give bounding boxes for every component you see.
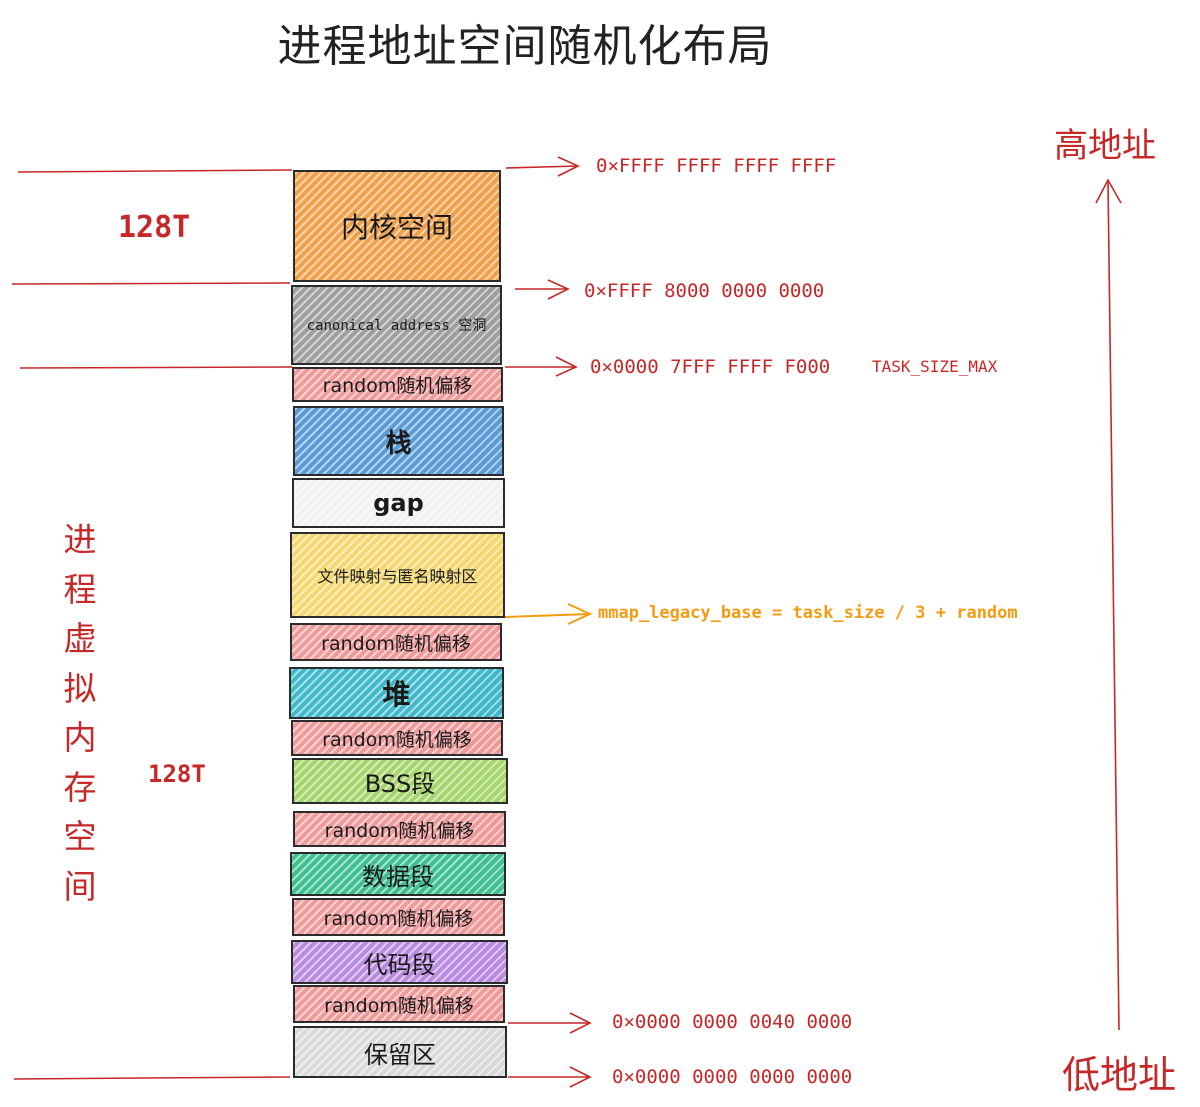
address-kernel-bottom: 0×FFFF 8000 0000 0000 (584, 280, 825, 302)
segment-random-offset-1: random随机偏移 (292, 367, 503, 402)
segment-random-offset-6: random随机偏移 (293, 985, 505, 1023)
segment-data: 数据段 (290, 852, 506, 896)
mmap-annotation: mmap_legacy_base = task_size / 3 + rando… (598, 603, 1018, 623)
task-size-max-label: TASK_SIZE_MAX (872, 357, 998, 376)
segment-gap: gap (292, 478, 505, 528)
segment-code: 代码段 (291, 940, 508, 984)
address-kernel-top: 0×FFFF FFFF FFFF FFFF (596, 155, 837, 177)
kernel-size-label: 128T (118, 210, 191, 245)
segment-random-offset-2: random随机偏移 (290, 623, 502, 661)
segment-kernel-space: 内核空间 (293, 170, 501, 282)
segment-mmap-area: 文件映射与匿名映射区 (290, 532, 505, 618)
segment-random-offset-4: random随机偏移 (293, 811, 506, 847)
segment-random-offset-5: random随机偏移 (292, 898, 505, 936)
mmap-arrow (504, 603, 593, 625)
segment-reserved: 保留区 (293, 1026, 507, 1078)
address-code-start: 0×0000 0000 0040 0000 (612, 1011, 853, 1033)
address-direction-arrow (1095, 178, 1122, 1031)
segment-canonical-hole: canonical address 空洞 (291, 285, 502, 365)
address-arrows (505, 156, 592, 1088)
segment-random-offset-3: random随机偏移 (291, 720, 503, 756)
segment-bss: BSS段 (292, 758, 508, 804)
user-size-label: 128T (148, 760, 206, 788)
user-bottom-line (13, 1076, 291, 1080)
segment-stack: 栈 (293, 406, 504, 476)
address-user-top: 0×0000 7FFF FFFF F000 (590, 356, 831, 378)
low-address-label: 低地址 (1062, 1053, 1177, 1097)
page-title: 进程地址空间随机化布局 (277, 21, 773, 72)
process-virtual-memory-vertical: 进 程 虚 拟 内 存 空 间 (63, 520, 97, 906)
segment-heap: 堆 (289, 667, 504, 719)
high-address-label: 高地址 (1054, 126, 1156, 166)
user-top-line (19, 366, 293, 369)
kernel-bottom-line (11, 282, 291, 285)
address-zero: 0×0000 0000 0000 0000 (612, 1066, 853, 1088)
kernel-top-line (17, 169, 293, 173)
